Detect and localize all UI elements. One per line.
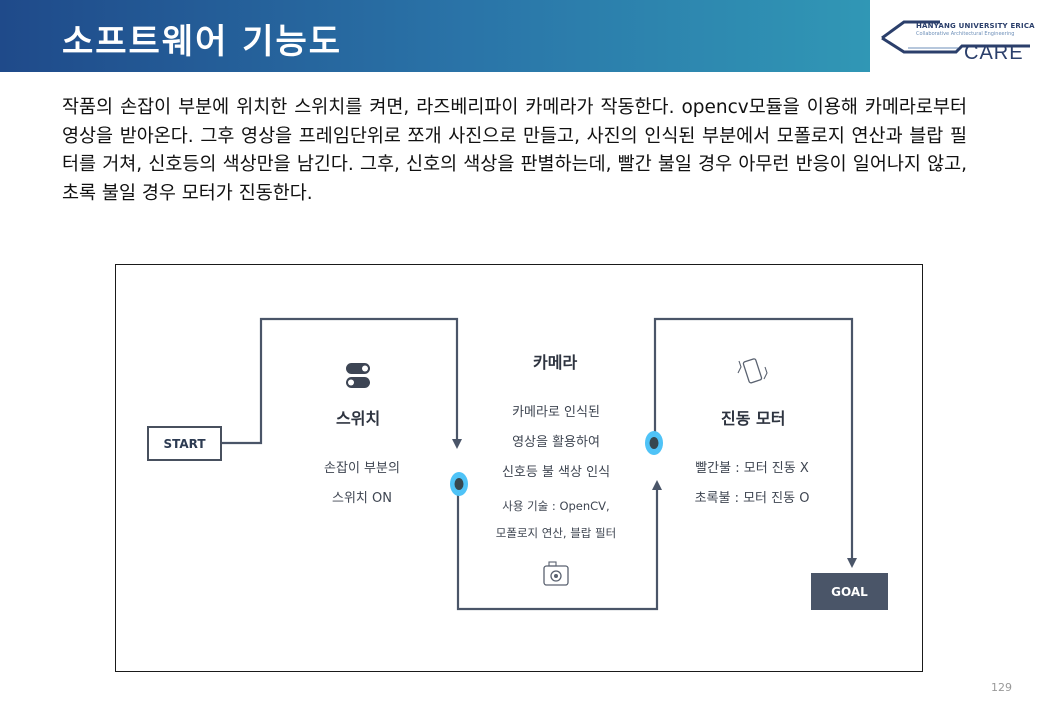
connector-dot-left [450,472,468,496]
logo-brand-text: CARE [964,42,1024,64]
connector-dot-right [645,431,663,455]
camera-icon [543,561,569,586]
page-number: 129 [991,681,1012,694]
care-logo-swoosh-icon [881,20,1030,54]
connector-start-to-switch [222,317,462,449]
university-logo: HANYANG UNIVERSITY ERICA Collaborative A… [870,0,1040,72]
connector-switch-to-camera [456,480,662,611]
logo-university-text: HANYANG UNIVERSITY ERICA [916,22,1035,30]
motor-title: 진동 모터 [721,409,786,428]
goal-node: GOAL [811,573,888,610]
header-banner: 소프트웨어 기능도 HANYANG UNIVERSITY ERICA Colla… [0,0,1040,72]
camera-desc-line2: 영상을 활용하여 [512,435,600,450]
connector-camera-to-motor [653,317,857,568]
vibrating-phone-icon [737,358,768,384]
switch-desc-line1: 손잡이 부분의 [324,461,400,476]
camera-desc-line3: 신호등 불 색상 인식 [501,465,611,480]
switch-desc-line2: 스위치 ON [332,491,392,506]
flow-connectors [222,317,857,611]
page-title: 소프트웨어 기능도 [62,22,343,62]
description-paragraph: 작품의 손잡이 부분에 위치한 스위치를 켜면, 라즈베리파이 카메라가 작동한… [62,97,967,204]
start-node: START [147,426,222,461]
camera-desc-line1: 카메라로 인식된 [512,405,600,420]
camera-tech-line1: 사용 기술 : OpenCV, [502,499,610,513]
switch-title: 스위치 [336,409,381,428]
motor-desc-line1: 빨간불 : 모터 진동 X [695,461,809,476]
flow-diagram: START GOAL 스위치 손잡이 부분의 스위치 ON 카메라 카메라로 인… [115,264,923,672]
camera-title: 카메라 [533,353,578,372]
toggle-switch-icon [346,363,370,388]
logo-subtitle-text: Collaborative Architectural Engineering [916,31,1015,37]
motor-desc-line2: 초록불 : 모터 진동 O [694,491,810,506]
camera-tech-line2: 모폴로지 연산, 블랍 필터 [495,526,617,540]
